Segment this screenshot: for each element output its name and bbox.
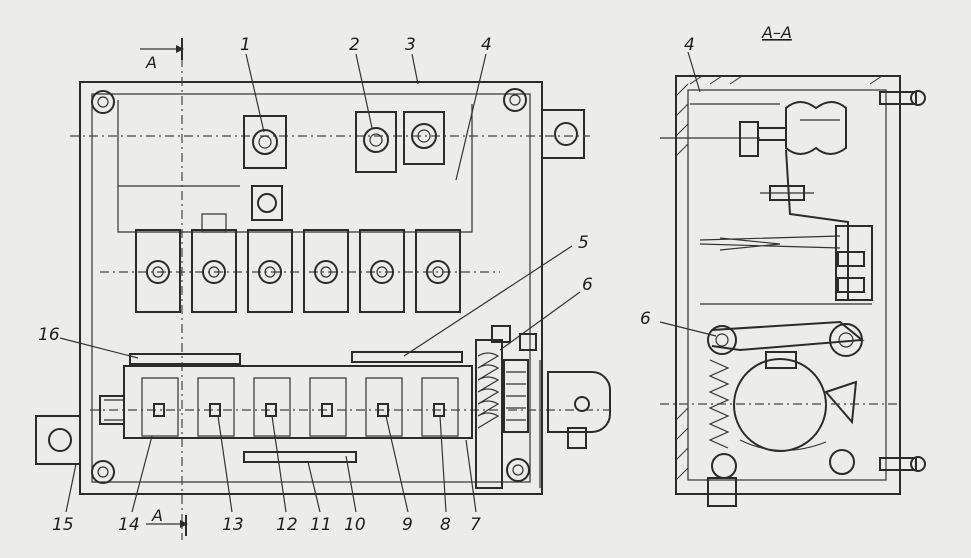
callout-5: 5 <box>578 233 589 253</box>
callout-15: 15 <box>52 515 74 535</box>
callout-13: 13 <box>222 515 244 535</box>
bottom-fastener <box>829 449 855 475</box>
contact-block <box>135 229 181 313</box>
callout-3: 3 <box>405 35 416 55</box>
contact-block <box>359 229 405 313</box>
section-labels: A A A–A <box>145 23 792 525</box>
corner-screw <box>91 460 115 484</box>
actuator-housing <box>539 360 611 488</box>
callout-6: 6 <box>582 275 593 295</box>
contact-block <box>415 229 461 313</box>
callout-section-4: 4 <box>684 35 695 55</box>
leader-lines <box>59 51 717 513</box>
callout-7: 7 <box>470 515 481 535</box>
callout-2: 2 <box>349 35 360 55</box>
insulating-strip-11 <box>243 451 357 463</box>
section-mark-top: A <box>145 53 157 72</box>
bottom-fastener <box>707 453 737 507</box>
callout-1: 1 <box>240 35 251 55</box>
section-view-title: A–A <box>761 23 792 42</box>
moving-contact <box>197 377 235 437</box>
callout-8: 8 <box>440 515 451 535</box>
callout-12: 12 <box>276 515 298 535</box>
cam-drum <box>733 351 858 452</box>
moving-contact <box>253 377 291 437</box>
moving-contact <box>421 377 459 437</box>
callout-16: 16 <box>38 325 60 345</box>
section-view <box>660 75 926 507</box>
section-enclosure <box>675 75 901 495</box>
callout-section-6: 6 <box>640 309 651 329</box>
contact-carrier <box>123 365 473 439</box>
callout-labels: 1 2 3 4 5 6 7 8 9 10 11 12 13 14 15 16 4… <box>38 35 695 535</box>
side-screw <box>879 456 926 472</box>
contact-block <box>303 229 349 313</box>
section-mark-bottom: A <box>151 506 163 525</box>
corner-screw <box>91 90 115 114</box>
moving-contact <box>365 377 403 437</box>
enclosure-outer <box>79 81 543 495</box>
callout-4: 4 <box>481 35 492 55</box>
moving-contact <box>309 377 347 437</box>
terminal-1 <box>243 115 287 221</box>
mounting-lug-left <box>35 415 81 465</box>
pivot-6 <box>707 325 737 355</box>
pivot <box>829 323 863 357</box>
corner-screw <box>506 458 530 482</box>
contact-block <box>191 213 237 313</box>
contact-block <box>247 229 293 313</box>
callout-9: 9 <box>402 515 413 535</box>
side-screw <box>879 90 926 106</box>
enclosure-inner <box>91 93 531 483</box>
callout-14: 14 <box>118 515 140 535</box>
callout-10: 10 <box>344 515 366 535</box>
insulating-strip-16 <box>129 353 241 365</box>
moving-contact <box>141 377 179 437</box>
terminal-2 <box>355 111 445 173</box>
insulating-strip-5 <box>351 351 463 363</box>
spring-drive <box>475 325 537 489</box>
callout-11: 11 <box>310 515 332 535</box>
front-view <box>35 38 611 540</box>
mounting-lug-right <box>541 109 585 159</box>
corner-screw <box>503 88 527 112</box>
